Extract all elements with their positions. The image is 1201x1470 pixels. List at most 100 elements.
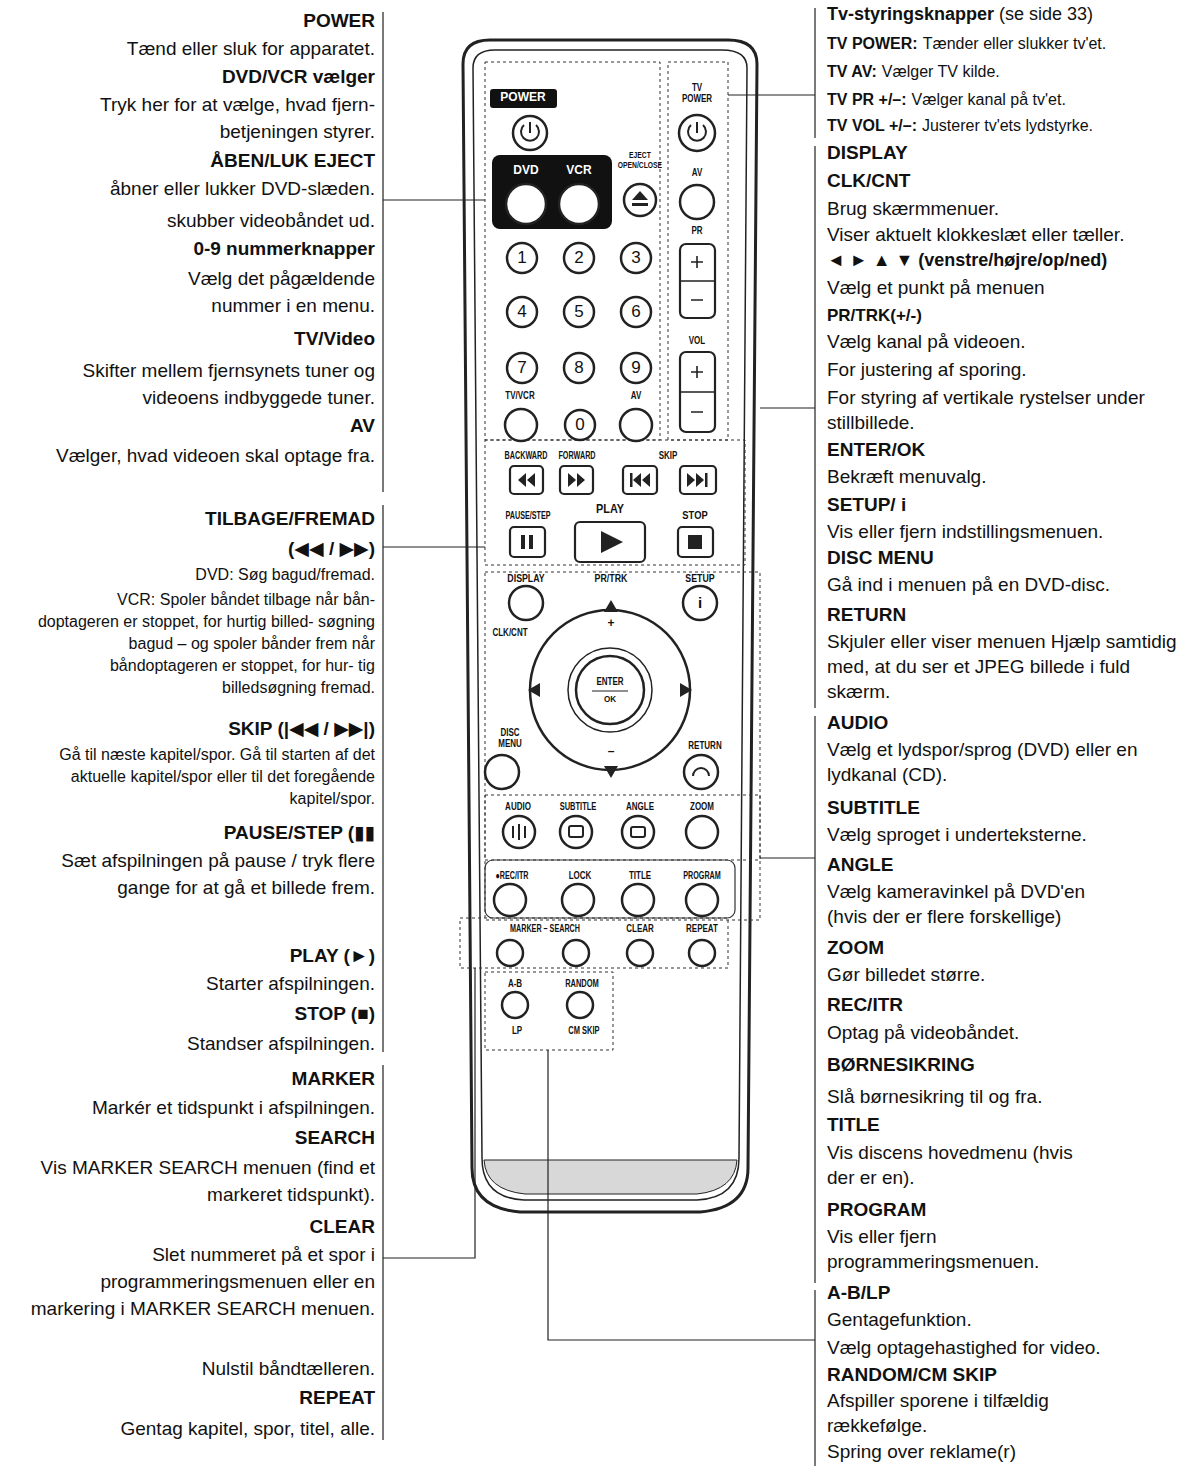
button-label: BACKWARD	[505, 450, 548, 461]
button-description: Spring over reklame(r)	[827, 1439, 1192, 1464]
button-description: Vis eller fjern programmeringsmenuen.	[827, 1224, 1067, 1274]
button-label: OK	[604, 695, 616, 705]
round-button	[624, 184, 656, 216]
transport-icon	[705, 473, 708, 487]
button-description: Tænder eller slukker tv'et.	[923, 33, 1107, 55]
button-name: TITLE	[827, 1112, 1192, 1137]
enter-divider	[592, 690, 628, 691]
rocker-button	[680, 244, 715, 432]
button-icon	[569, 826, 583, 837]
round-button	[497, 940, 523, 966]
button-name: TV AV:	[827, 61, 877, 83]
button-name: ANGLE	[827, 852, 1192, 877]
button-name: DISPLAY	[827, 140, 1192, 165]
round-button	[621, 297, 651, 327]
button-name: DVD/VCR vælger	[10, 63, 375, 90]
button-label: VCR	[566, 164, 591, 177]
button-description: For styring af vertikale rystelser under…	[827, 385, 1157, 435]
button-description: Vælger kanal på tv'et.	[912, 89, 1066, 111]
button-label: 0	[575, 416, 584, 435]
group-outline	[485, 62, 660, 440]
button-label: DISPLAY	[507, 572, 544, 584]
button-label: ENTER	[596, 676, 623, 687]
button-label: LOCK	[569, 870, 592, 881]
arrow-icon	[680, 683, 692, 697]
button-description: Skjuler eller viser menuen Hjælp samtidi…	[827, 629, 1187, 704]
button-label: DVD	[513, 164, 538, 177]
group-outline	[485, 972, 613, 1050]
arrow-icon	[604, 600, 618, 612]
rocker-sign	[680, 256, 715, 412]
button-description: DVD: Søg bagud/fremad.	[33, 564, 375, 586]
button-description: Vælg et lydspor/sprog (DVD) eller en lyd…	[827, 737, 1195, 787]
button-description: Vælg sproget i underteksterne.	[827, 822, 1192, 847]
round-button	[564, 243, 594, 273]
button-name: Tv-styringsknapper	[827, 2, 994, 27]
button-name: TV PR +/–:	[827, 89, 907, 111]
button-name: REPEAT	[10, 1384, 375, 1411]
button-name: RETURN	[827, 602, 1192, 627]
button-description: Skifter mellem fjernsynets tuner og vide…	[10, 357, 375, 411]
transport-icon	[630, 473, 633, 487]
round-button	[506, 184, 546, 224]
button-name: PLAY (►)	[10, 942, 375, 969]
transport-icon	[577, 473, 585, 487]
button-icon	[632, 191, 648, 206]
button-name: (◀◀ / ▶▶)	[10, 535, 375, 562]
transport-button	[575, 522, 645, 562]
button-name: CLK/CNT	[827, 168, 1192, 193]
button-description: Gå til næste kapitel/spor. Gå til starte…	[23, 744, 375, 810]
button-name: REC/ITR	[827, 992, 1192, 1017]
button-name: SETUP/ i	[827, 492, 1192, 517]
transport-icon	[642, 473, 650, 487]
button-label: 2	[574, 249, 583, 268]
transport-icon	[687, 473, 695, 487]
button-name: MARKER	[10, 1065, 375, 1092]
remote-body	[463, 40, 757, 1212]
button-label: ANGLE	[626, 801, 654, 812]
button-label: TV/VCR	[505, 390, 534, 401]
button-description: Vælg kanal på videoen.	[827, 329, 1192, 354]
button-description: Vælger TV kilde.	[882, 61, 1000, 83]
round-button	[513, 116, 547, 150]
button-name: STOP (■)	[10, 1000, 375, 1027]
button-name: ÅBEN/LUK EJECT	[10, 147, 375, 174]
remote-body	[484, 1160, 737, 1194]
round-button	[567, 992, 593, 1018]
round-button	[507, 297, 537, 327]
round-button	[564, 297, 594, 327]
button-name: AV	[10, 412, 375, 439]
group-outline	[485, 572, 760, 920]
button-label: AV	[692, 167, 703, 178]
button-icon	[632, 191, 648, 200]
button-name: PR/TRK(+/-)	[827, 303, 1192, 328]
button-label: EJECT OPEN/CLOSE	[618, 151, 663, 171]
button-block	[492, 155, 612, 229]
rocker-sign	[691, 256, 703, 300]
button-block	[490, 89, 612, 229]
button-description: Vælg optagehastighed for video.	[827, 1335, 1192, 1360]
button-label: SUBTITLE	[560, 801, 597, 812]
button-label: CLK/CNT	[492, 627, 527, 638]
transport-icon	[601, 531, 623, 553]
round-button	[507, 243, 537, 273]
leader-line	[383, 968, 475, 1440]
button-name: CLEAR	[10, 1213, 375, 1240]
transport-button	[560, 466, 593, 494]
button-description: Slå børnesikring til og fra.	[827, 1084, 1192, 1109]
group-outline	[485, 795, 760, 860]
button-name: BØRNESIKRING	[827, 1052, 1192, 1077]
round-button	[509, 586, 543, 620]
button-name: ZOOM	[827, 935, 1192, 960]
leader-line	[728, 8, 815, 138]
button-label: DISC MENU	[496, 727, 523, 749]
arrow-icon	[604, 766, 618, 778]
round-button	[620, 409, 652, 441]
button-name: 0-9 nummerknapper	[10, 235, 375, 262]
button-name: A-B/LP	[827, 1280, 1192, 1305]
button-description: Vis MARKER SEARCH menuen (find et marker…	[30, 1154, 375, 1208]
round-button	[502, 992, 528, 1018]
remote-body	[463, 40, 757, 1212]
button-label: SETUP	[685, 572, 714, 584]
transport-icon	[696, 473, 704, 487]
